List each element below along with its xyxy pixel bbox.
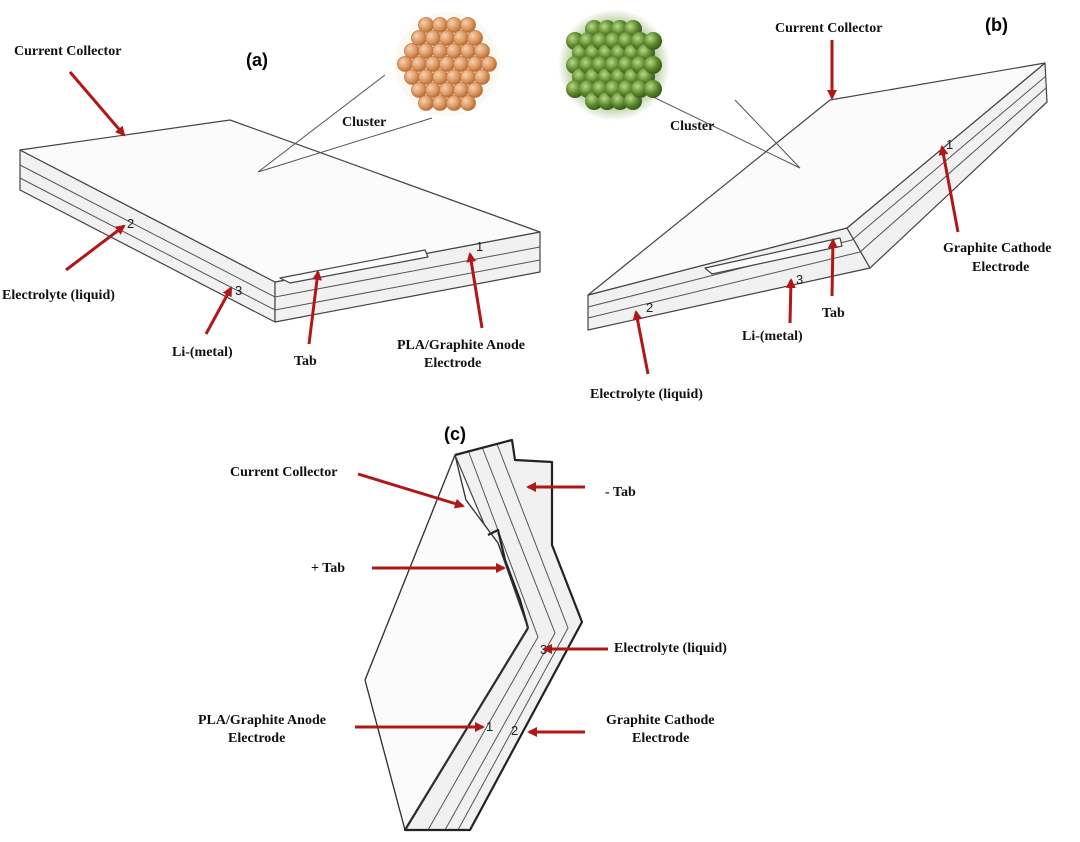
panel-b-label: (b) [985, 15, 1008, 35]
panel-c-layer-lines [427, 443, 569, 831]
panel-a-label: (a) [246, 50, 268, 70]
panel-b-current-collector-label: Current Collector [775, 21, 882, 36]
panel-a-anode-label-2: Electrode [424, 356, 481, 371]
panel-a-cluster-pointer [257, 74, 433, 173]
panel-b-li-metal-arrow [785, 278, 796, 324]
panel-a-cluster-label: Cluster [342, 115, 386, 130]
panel-b-cathode-label-2: Electrode [972, 260, 1029, 275]
panel-c-neg-tab-label: - Tab [605, 485, 636, 500]
panel-a-current-collector-label: Current Collector [14, 44, 121, 59]
panel-a: (a) Current Collector Cluster Electrolyt… [2, 12, 541, 371]
panel-c-label: (c) [444, 424, 466, 444]
panel-b-electrolyte-label: Electrolyte (liquid) [590, 387, 703, 402]
panel-b-tab-shape [704, 237, 843, 275]
panel-b-li-metal-label: Li-(metal) [742, 329, 803, 344]
panel-b-layer-1: 1 [946, 137, 953, 152]
panel-b-tab-arrow [827, 238, 838, 297]
panel-a-anode-label-1: PLA/Graphite Anode [397, 338, 525, 353]
panel-b-current-collector-face [587, 62, 1046, 296]
panel-b-cathode-cluster-icon [558, 9, 670, 121]
panel-a-electrolyte-label: Electrolyte (liquid) [2, 288, 115, 303]
panel-b: (b) Current Collector Cluster Graphite C… [558, 9, 1052, 402]
panel-a-current-collector-arrow [68, 71, 126, 137]
panel-a-anode-cluster-icon [395, 12, 499, 116]
panel-c-pos-tab-label: + Tab [311, 561, 345, 576]
panel-a-electrolyte-arrow [65, 224, 126, 272]
panel-a-layer-lines [19, 164, 541, 311]
panel-a-tab-label: Tab [294, 354, 317, 369]
panel-a-current-collector-face [19, 119, 541, 283]
panel-c-main-outline [364, 454, 529, 831]
panel-b-layer-3: 3 [796, 272, 803, 287]
panel-a-tab-arrow [307, 270, 322, 345]
panel-b-electrolyte-arrow [632, 310, 650, 375]
panel-a-layer-2: 2 [127, 216, 134, 231]
panel-c-cathode-label-2: Electrode [632, 731, 689, 746]
panel-b-cluster-label: Cluster [670, 119, 714, 134]
panel-b-cathode-arrow [938, 145, 960, 233]
panel-c-cathode-label-1: Graphite Cathode [606, 713, 715, 728]
panel-a-li-metal-label: Li-(metal) [172, 345, 233, 360]
panel-b-tab-label: Tab [822, 306, 845, 321]
panel-b-layer-2: 2 [646, 300, 653, 315]
panel-b-cluster-pointer [617, 79, 801, 169]
panel-c: (c) Current Collector - Tab + Tab Electr… [198, 424, 727, 832]
panel-c-electrolyte-label: Electrolyte (liquid) [614, 641, 727, 656]
panel-c-layer-1: 1 [486, 719, 493, 734]
panel-a-li-metal-arrow [204, 286, 233, 335]
panel-c-current-collector-arrow [357, 472, 465, 509]
panel-c-layer-2: 2 [511, 723, 518, 738]
panel-a-anode-arrow [466, 252, 484, 329]
panel-c-outline [403, 438, 584, 832]
panel-b-cathode-label-1: Graphite Cathode [943, 241, 1052, 256]
panel-b-layer-lines [587, 75, 1047, 319]
panel-c-pos-tab-shape [487, 528, 530, 629]
panel-a-layer-1: 1 [476, 239, 483, 254]
panel-a-layer-3: 3 [235, 283, 242, 298]
panel-c-anode-label-2: Electrode [228, 731, 285, 746]
panel-c-current-collector-label: Current Collector [230, 465, 337, 480]
panel-c-anode-label-1: PLA/Graphite Anode [198, 713, 326, 728]
